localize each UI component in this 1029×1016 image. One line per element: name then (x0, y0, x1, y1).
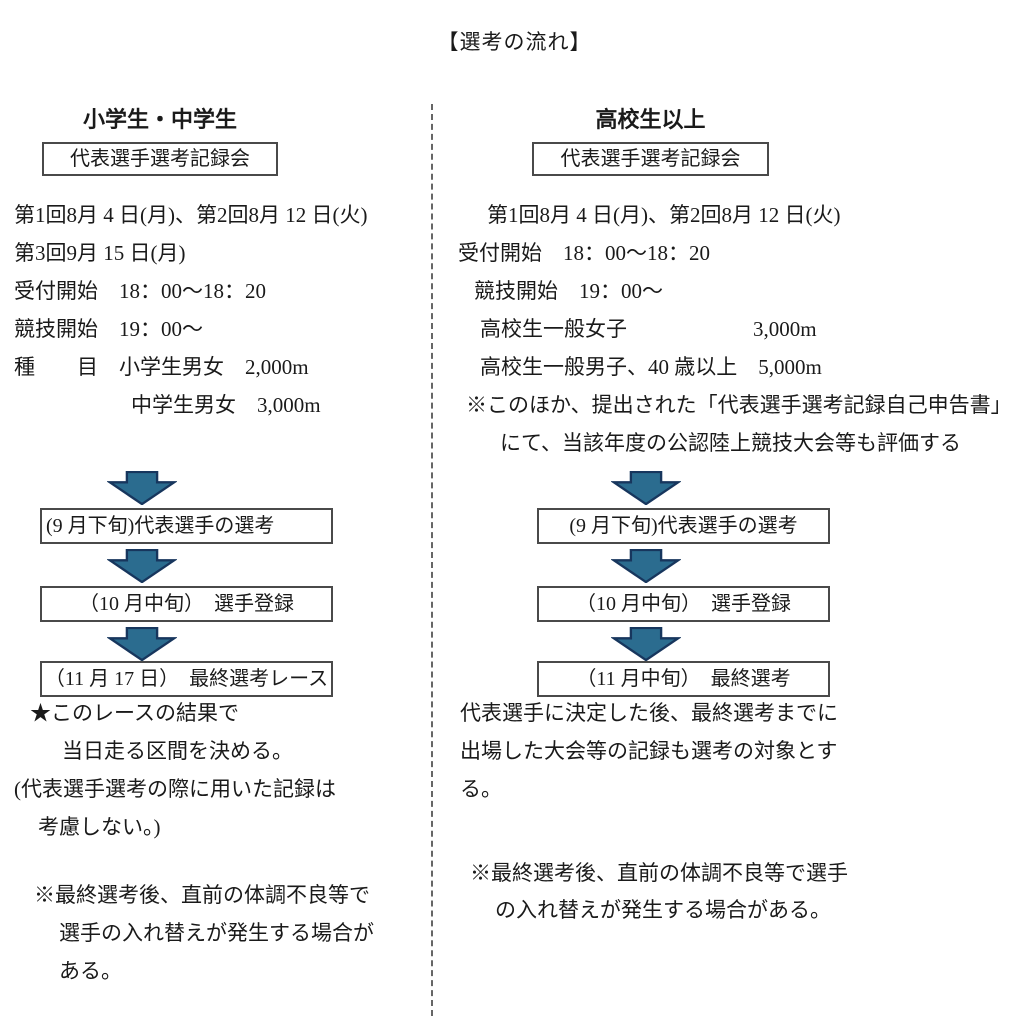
down-arrow-icon (611, 627, 681, 661)
right-bottom-note: ※最終選考後、直前の体調不良等で選手 の入れ替えが発生する場合がある。 (458, 855, 1029, 929)
note-line: 選手の入れ替えが発生する場合が (59, 921, 374, 945)
left-record-meet-box: 代表選手選考記録会 (42, 142, 278, 176)
info-line: にて、当該年度の公認陸上競技大会等も評価する (500, 431, 961, 455)
column-left-heading: 小学生・中学生 (82, 107, 237, 132)
down-arrow-icon (107, 627, 177, 661)
info-line: 高校生一般女子 3,000m (480, 317, 817, 341)
note-line: 当日走る区間を決める。 (62, 739, 293, 763)
note-line: ※最終選考後、直前の体調不良等で選手 (470, 861, 848, 885)
right-flow-step-registration: （10 月中旬） 選手登録 (537, 586, 830, 622)
down-arrow-icon (611, 549, 681, 583)
note-line: の入れ替えが発生する場合がある。 (495, 898, 831, 922)
down-arrow-icon (107, 471, 177, 505)
right-flow-step-selection: (9 月下旬)代表選手の選考 (537, 508, 830, 544)
column-elementary-junior-high: 小学生・中学生 代表選手選考記録会 第1回8月 4 日(月)、第2回8月 12 … (14, 0, 430, 1016)
note-line: る。 (460, 777, 502, 801)
down-arrow-icon (107, 549, 177, 583)
info-line: 受付開始 18：00～18：20 (458, 241, 710, 265)
column-high-school-and-above: 高校生以上 代表選手選考記録会 第1回8月 4 日(月)、第2回8月 12 日(… (458, 0, 1029, 1016)
note-line: ※最終選考後、直前の体調不良等で (34, 883, 370, 907)
note-line: 出場した大会等の記録も選考の対象とす (460, 739, 838, 763)
info-line: 高校生一般男子、40 歳以上 5,000m (480, 355, 822, 379)
column-divider-dashed-line (431, 104, 433, 1016)
right-after-note: 代表選手に決定した後、最終選考までに 出場した大会等の記録も選考の対象とす る。 (460, 694, 1029, 808)
info-line: 第1回8月 4 日(月)、第2回8月 12 日(火) (14, 203, 368, 227)
left-flow-step-registration: （10 月中旬） 選手登録 (40, 586, 333, 622)
note-line: (代表選手選考の際に用いた記録は (14, 777, 336, 801)
note-line: 考慮しない。) (38, 815, 161, 839)
note-line: 代表選手に決定した後、最終選考までに (460, 701, 838, 725)
info-line: 第3回9月 15 日(月) (14, 241, 186, 265)
column-right-heading: 高校生以上 (595, 107, 706, 132)
info-line: 第1回8月 4 日(月)、第2回8月 12 日(火) (487, 203, 841, 227)
note-line: ある。 (59, 959, 122, 983)
info-line: 種 目 小学生男女 2,000m (14, 355, 309, 379)
info-line: 受付開始 18：00～18：20 (14, 279, 266, 303)
left-info-block: 第1回8月 4 日(月)、第2回8月 12 日(火) 第3回9月 15 日(月)… (14, 196, 430, 424)
left-flow-step-selection: (9 月下旬)代表選手の選考 (40, 508, 333, 544)
left-flow-step-final-race: （11 月 17 日） 最終選考レース (40, 661, 333, 697)
down-arrow-icon (611, 471, 681, 505)
left-bottom-note: ※最終選考後、直前の体調不良等で 選手の入れ替えが発生する場合が ある。 (14, 876, 430, 990)
note-line: ★このレースの結果で (30, 701, 239, 725)
info-line: ※このほか、提出された「代表選手選考記録自己申告書」 (466, 393, 1012, 417)
info-line: 中学生男女 3,000m (131, 393, 321, 417)
right-flow-step-final-selection: （11 月中旬） 最終選考 (537, 661, 830, 697)
info-line: 競技開始 19：00～ (474, 279, 663, 303)
right-info-block: 第1回8月 4 日(月)、第2回8月 12 日(火) 受付開始 18：00～18… (458, 196, 1029, 462)
page-title: 【選考の流れ】 (437, 30, 592, 54)
left-star-note: ★このレースの結果で 当日走る区間を決める。 (代表選手選考の際に用いた記録は … (14, 694, 430, 846)
right-record-meet-box: 代表選手選考記録会 (532, 142, 769, 176)
info-line: 競技開始 19：00～ (14, 317, 203, 341)
